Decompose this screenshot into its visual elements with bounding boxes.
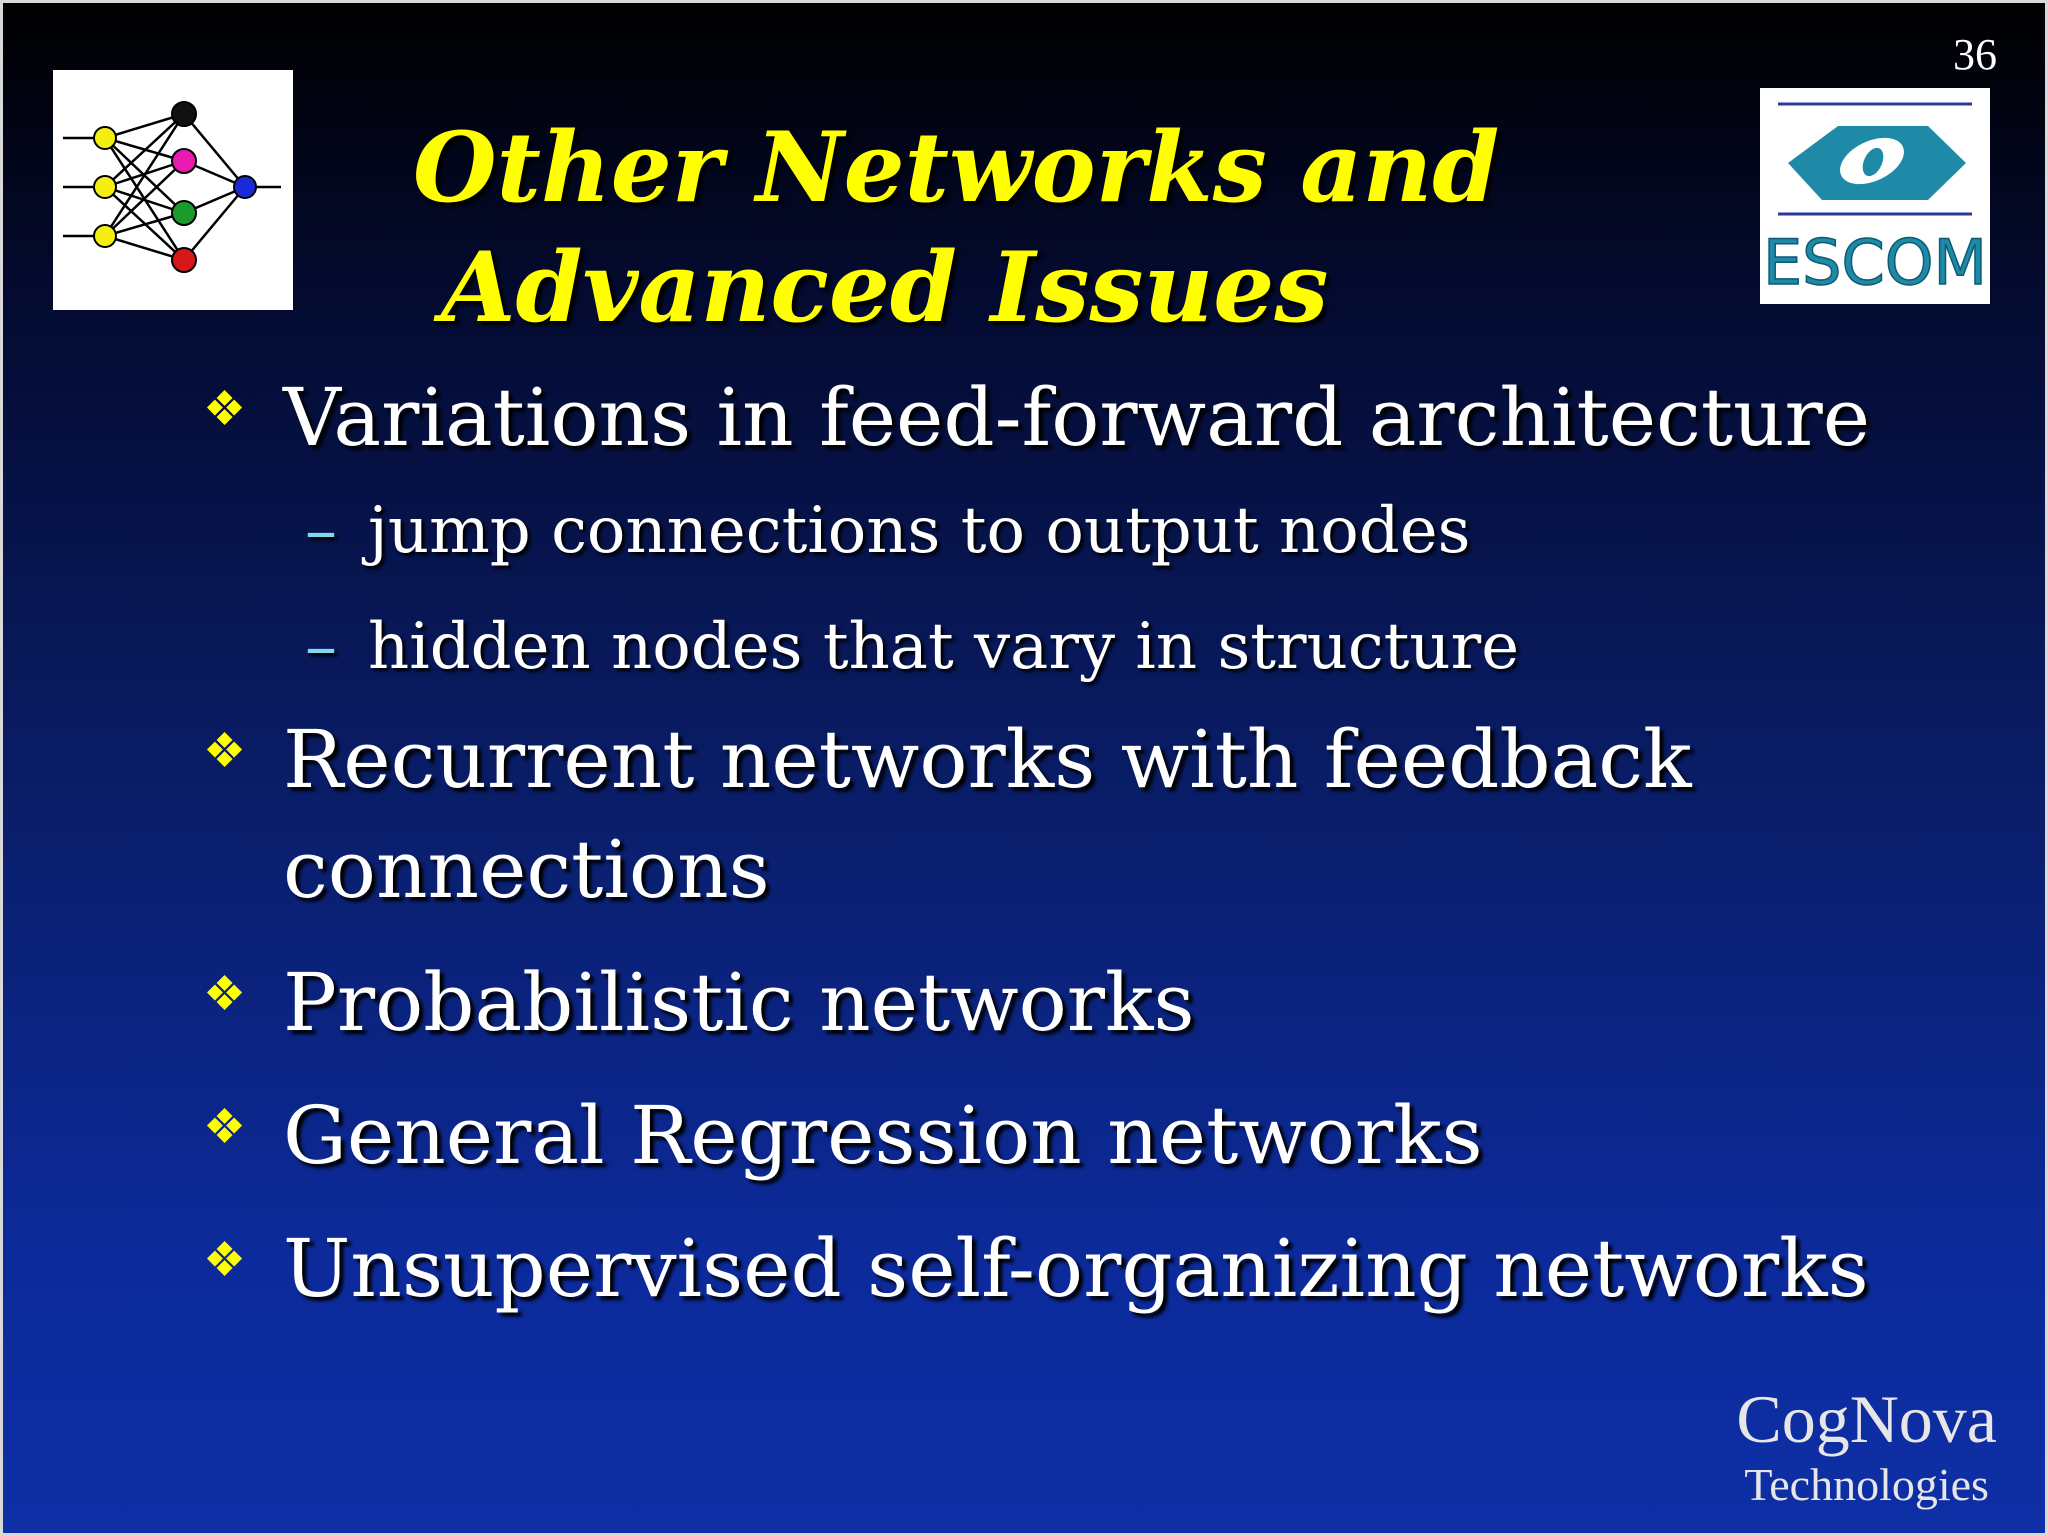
escom-logo: ESCOM: [1760, 88, 1990, 304]
bullet-item: ❖ Recurrent networks with feedback conne…: [203, 705, 2003, 925]
neural-network-logo: [53, 70, 293, 310]
dash-bullet-icon: –: [305, 494, 337, 568]
escom-logo-text: ESCOM: [1763, 226, 1987, 299]
page-number: 36: [1953, 30, 1997, 79]
bullet-text-line-1: Recurrent networks with feedback: [283, 713, 1692, 806]
sub-bullet-item: – jump connections to output nodes: [203, 473, 2003, 589]
bullet-text-line-2: connections: [283, 823, 770, 916]
brand-subtitle: Technologies: [1744, 1459, 1989, 1510]
diamond-bullet-icon: ❖: [203, 723, 247, 779]
bullet-item: ❖ Variations in feed-forward architectur…: [203, 363, 2003, 473]
neural-network-icon: [63, 101, 281, 273]
diamond-bullet-icon: ❖: [203, 1232, 247, 1288]
brand-name: CogNova: [1736, 1381, 1997, 1457]
dash-bullet-icon: –: [305, 610, 337, 684]
sub-bullet-text: hidden nodes that vary in structure: [368, 610, 1520, 684]
diamond-bullet-icon: ❖: [203, 1099, 247, 1155]
slide-title: Other Networks and Advanced Issues: [413, 108, 1499, 348]
bullet-text: Probabilistic networks: [283, 956, 1195, 1049]
bullet-text: Variations in feed-forward architecture: [283, 371, 1871, 464]
bullet-item: ❖ Unsupervised self-organizing networks: [203, 1214, 2003, 1324]
footer-brand: CogNova Technologies: [1736, 1381, 1997, 1513]
bullet-text: General Regression networks: [283, 1089, 1483, 1182]
sub-bullet-item: – hidden nodes that vary in structure: [203, 589, 2003, 705]
escom-icon: ESCOM: [1762, 102, 1988, 300]
diamond-bullet-icon: ❖: [203, 966, 247, 1022]
title-line-1: Other Networks and: [413, 111, 1500, 224]
bullet-text: Unsupervised self-organizing networks: [283, 1222, 1869, 1315]
bullet-list: ❖ Variations in feed-forward architectur…: [203, 363, 2003, 1324]
bullet-item: ❖ General Regression networks: [203, 1081, 2003, 1191]
sub-bullet-text: jump connections to output nodes: [368, 494, 1471, 568]
bullet-item: ❖ Probabilistic networks: [203, 948, 2003, 1058]
diamond-bullet-icon: ❖: [203, 381, 247, 437]
title-line-2: Advanced Issues: [441, 231, 1329, 344]
